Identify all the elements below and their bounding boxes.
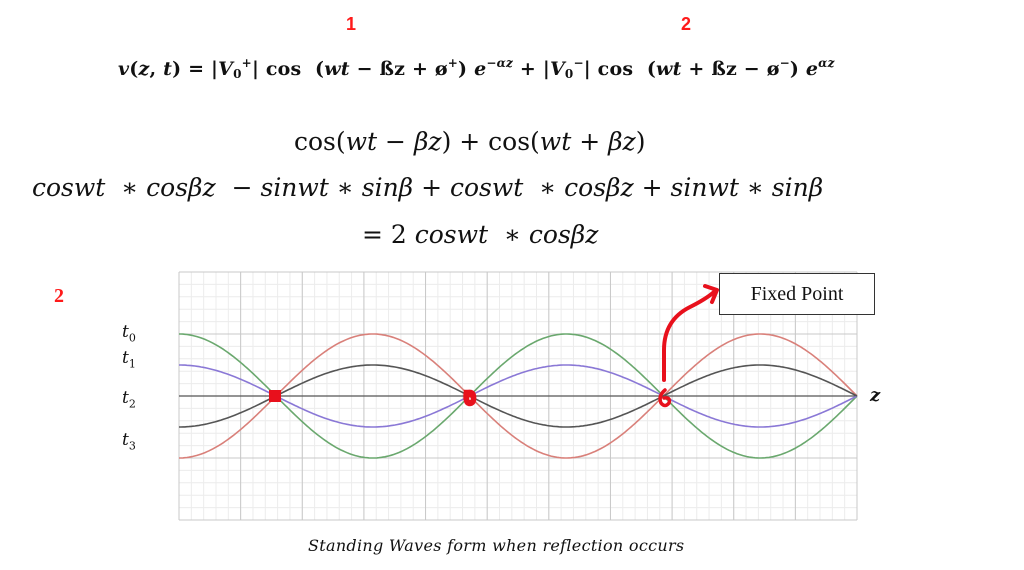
wave-equation-term1: |V0+| cos (wt − ßz + ø+) e−αz bbox=[211, 56, 514, 81]
expanded-equation: coswt ∗ cosβz − sinwt ∗ sinβ + coswt ∗ c… bbox=[32, 173, 824, 202]
label-t1: t1 bbox=[122, 348, 136, 371]
z-axis-label: z bbox=[870, 385, 881, 406]
wave-equation: v(z, t) = |V0+| cos (wt − ßz + ø+) e−αz … bbox=[118, 56, 835, 81]
label-t3: t3 bbox=[122, 430, 136, 453]
fixed-point-arrow bbox=[662, 290, 716, 382]
figure-caption: Standing Waves form when reflection occu… bbox=[308, 536, 685, 555]
term-2-marker: 2 bbox=[681, 14, 692, 34]
fixed-point-label: Fixed Point bbox=[750, 282, 844, 305]
label-t2: t2 bbox=[122, 388, 136, 411]
sum-equation: cos(wt − βz) + cos(wt + βz) bbox=[294, 127, 646, 156]
wave-t0-green bbox=[179, 333, 858, 459]
node-mark-2 bbox=[463, 389, 477, 407]
wave-t3-red bbox=[179, 333, 858, 459]
wave-equation-plus: + bbox=[519, 58, 543, 80]
wave-t2-black bbox=[179, 364, 858, 428]
wave-equation-lhs: v(z, t) = bbox=[118, 58, 212, 80]
node-mark-1 bbox=[269, 390, 281, 402]
node-mark-3 bbox=[658, 388, 672, 408]
figure-marker: 2 bbox=[54, 285, 64, 307]
fixed-point-callout: Fixed Point bbox=[719, 273, 875, 315]
term-1-marker: 1 bbox=[346, 14, 357, 34]
result-equation: = 2 coswt ∗ cosβz bbox=[362, 220, 599, 249]
wave-equation-term2: |V0−| cos (wt + ßz − ø−) eαz bbox=[542, 56, 835, 81]
label-t0: t0 bbox=[122, 322, 136, 345]
wave-t1-purple bbox=[179, 364, 858, 428]
arrowhead-icon bbox=[703, 284, 719, 304]
